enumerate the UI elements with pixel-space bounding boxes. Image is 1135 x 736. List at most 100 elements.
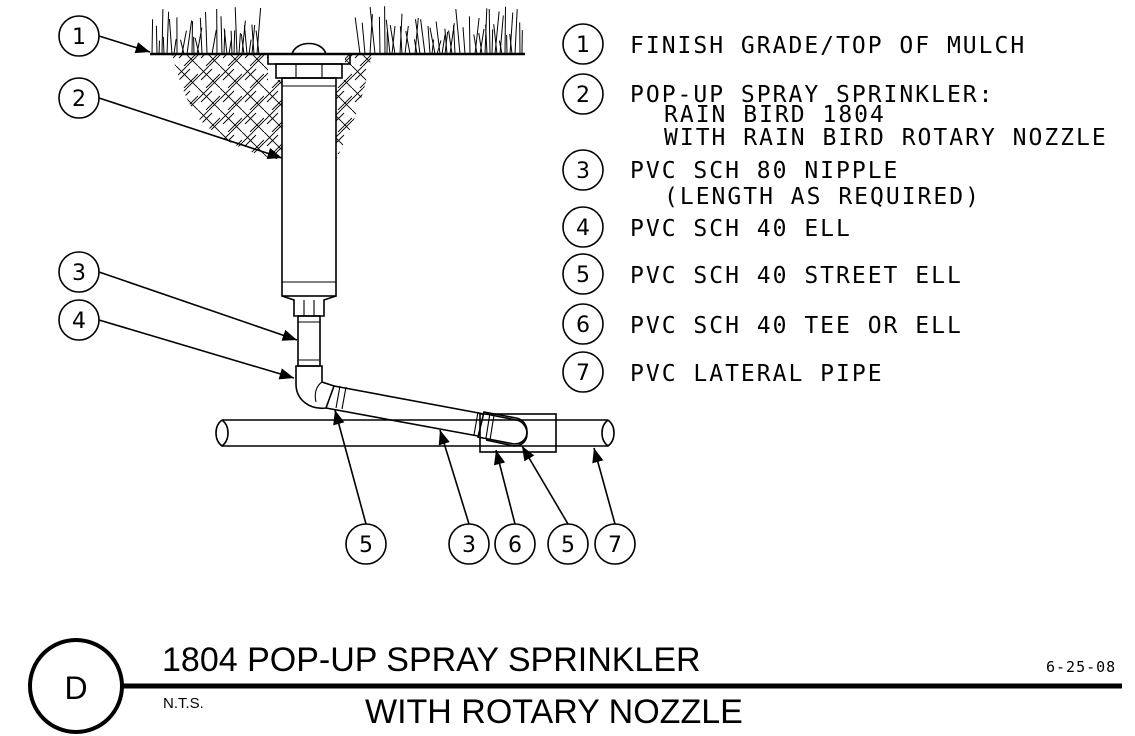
- legend-text-2b: RAIN BIRD 1804: [664, 102, 886, 128]
- grass-blade: [404, 25, 409, 55]
- grass-blade: [391, 25, 396, 55]
- soil-hatch-right: [336, 54, 372, 160]
- sprinkler-flange: [267, 53, 351, 65]
- detail-title-line1: 1804 POP-UP SPRAY SPRINKLER: [162, 641, 701, 679]
- grass-blade: [234, 7, 238, 55]
- sprinkler-inlet: [281, 295, 337, 317]
- grass-blade: [479, 28, 485, 55]
- grass-blade: [243, 25, 248, 55]
- grass-blade: [240, 34, 245, 55]
- grass-blade: [453, 24, 456, 55]
- grass-blade: [427, 25, 431, 55]
- grass-blade: [478, 32, 483, 55]
- grass-blade: [431, 39, 435, 55]
- legend-item-2: 2 POP-UP SPRAY SPRINKLER: RAIN BIRD 1804…: [562, 73, 1108, 151]
- legend-item-7: 7 PVC LATERAL PIPE: [562, 351, 884, 393]
- grass-blade: [173, 39, 177, 55]
- grass-blade: [251, 24, 255, 55]
- callout-num-4: 4: [72, 309, 86, 334]
- legend-item-5: 5 PVC SCH 40 STREET ELL: [562, 253, 961, 295]
- grass-blade: [186, 20, 193, 55]
- grass-blade: [238, 33, 241, 55]
- legend-text-3b: (LENGTH AS REQUIRED): [664, 184, 981, 210]
- callout-num-3: 3: [72, 261, 86, 286]
- sprinkler-collar: [275, 63, 343, 79]
- grass-blade: [194, 37, 200, 55]
- grass-blade: [205, 11, 208, 55]
- callout-num-2: 2: [72, 87, 86, 112]
- grass-blade: [162, 36, 165, 55]
- grass-blade: [354, 17, 361, 55]
- lateral-pipe-end-right: [601, 419, 615, 448]
- grass-blade: [435, 21, 441, 55]
- grass-blade: [491, 29, 494, 55]
- legend-item-3: 3 PVC SCH 80 NIPPLE (LENGTH AS REQUIRED): [562, 149, 981, 210]
- grass-blade: [405, 30, 411, 55]
- grass-blade: [199, 17, 203, 55]
- callout-num-5b: 5: [561, 533, 575, 558]
- callout-num-6: 6: [508, 533, 522, 558]
- grass-blade: [485, 24, 488, 55]
- grass-blade: [441, 34, 446, 55]
- grass-blade: [462, 27, 466, 55]
- grass-blade: [151, 19, 154, 55]
- grass-blade: [230, 30, 233, 55]
- grass-blade: [161, 9, 164, 55]
- grass-blade: [415, 19, 421, 55]
- legend-num-3: 3: [576, 159, 590, 184]
- grass-blade: [488, 8, 491, 55]
- grass-blade: [455, 9, 461, 55]
- grass-blade: [256, 7, 262, 55]
- grass-blade: [399, 26, 403, 55]
- legend-text-4: PVC SCH 40 ELL: [630, 216, 852, 242]
- grass-blade: [233, 30, 236, 55]
- callout-num-5a: 5: [359, 533, 373, 558]
- grass-blade: [228, 40, 232, 55]
- ground-section: [150, 6, 525, 160]
- grass-blade: [166, 11, 170, 55]
- grass-blade: [468, 16, 471, 55]
- grass-blade: [155, 25, 158, 55]
- grass-blade: [158, 40, 160, 55]
- grass-blade: [509, 12, 514, 55]
- legend-text-2a: POP-UP SPRAY SPRINKLER:: [630, 82, 995, 108]
- grass-blade: [494, 11, 500, 55]
- legend-num-6: 6: [576, 313, 590, 338]
- nipple-pipe: [297, 315, 321, 367]
- callout-num-1: 1: [72, 25, 86, 50]
- grass-blade: [220, 16, 223, 55]
- pvc-ell-fitting: [295, 365, 336, 409]
- vertical-nipple: [297, 315, 321, 367]
- detail-id: D: [64, 670, 87, 706]
- legend-item-4: 4 PVC SCH 40 ELL: [562, 206, 852, 248]
- legend-text-2c: WITH RAIN BIRD ROTARY NOZZLE: [664, 125, 1108, 151]
- grass-blade: [211, 29, 217, 55]
- legend-item-1: 1 FINISH GRADE/TOP OF MULCH: [562, 23, 1024, 65]
- title-block: D 1804 POP-UP SPRAY SPRINKLER WITH ROTAR…: [28, 638, 1122, 734]
- grass-blade: [223, 28, 228, 55]
- legend-item-6: 6 PVC SCH 40 TEE OR ELL: [562, 303, 963, 345]
- grass-blade: [504, 6, 506, 55]
- grass-blade: [413, 39, 418, 55]
- grass-blade: [378, 16, 381, 55]
- grass-blade: [420, 19, 426, 55]
- grass-tufts: [151, 6, 523, 55]
- grass-blade: [255, 30, 260, 55]
- lateral-pipe-end-left: [215, 419, 229, 448]
- legend-text-6: PVC SCH 40 TEE OR ELL: [630, 313, 963, 339]
- grass-blade: [473, 34, 478, 55]
- legend-num-4: 4: [576, 216, 590, 241]
- legend-num-7: 7: [576, 361, 590, 386]
- grass-blade: [248, 39, 252, 55]
- detail-title-line2: WITH ROTARY NOZZLE: [365, 693, 743, 731]
- grass-blade: [191, 21, 193, 55]
- grass-blade: [389, 25, 396, 55]
- legend: 1 FINISH GRADE/TOP OF MULCH 2 POP-UP SPR…: [562, 23, 1108, 393]
- legend-text-7: PVC LATERAL PIPE: [630, 361, 884, 387]
- sprinkler-cap: [291, 42, 327, 55]
- callout-num-7: 7: [608, 533, 622, 558]
- lateral-pipe: [215, 413, 615, 453]
- grass-blade: [509, 33, 513, 55]
- grass-blade: [385, 19, 391, 55]
